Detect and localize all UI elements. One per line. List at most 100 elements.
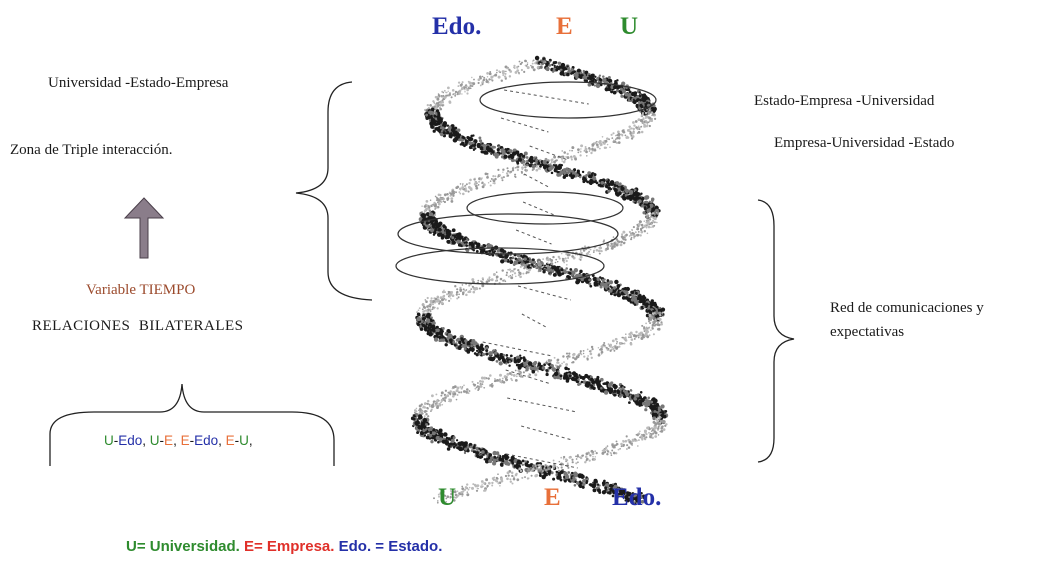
helix-dot xyxy=(629,293,632,297)
helix-dot xyxy=(431,394,434,398)
helix-dot xyxy=(505,274,508,277)
helix-dot xyxy=(641,98,646,102)
helix-dot xyxy=(512,263,516,266)
helix-dot xyxy=(604,346,606,348)
helix-dot xyxy=(629,131,633,135)
helix-dot xyxy=(630,298,635,302)
helix-dot xyxy=(455,389,459,393)
helix-dot xyxy=(535,164,539,167)
helix-dot xyxy=(435,230,439,234)
helix-dot xyxy=(591,348,594,351)
helix-dot xyxy=(618,386,621,390)
helix-dot xyxy=(631,333,634,336)
helix-dot xyxy=(629,331,633,335)
helix-dot xyxy=(653,430,657,433)
helix-dot xyxy=(634,231,637,234)
label-relaciones-bilaterales: RELACIONES BILATERALES xyxy=(32,318,244,334)
helix-dot xyxy=(613,188,618,193)
helix-dot xyxy=(456,93,459,96)
helix-dot xyxy=(509,480,512,483)
pair-item: U-E xyxy=(149,433,174,448)
helix-dot xyxy=(509,274,512,277)
helix-dot xyxy=(426,312,431,318)
helix-dot xyxy=(579,250,582,252)
helix-dot xyxy=(505,354,509,357)
helix-dot xyxy=(453,392,457,396)
helix-dot xyxy=(607,343,610,345)
helix-dot xyxy=(546,471,548,474)
helix-dot xyxy=(456,288,459,291)
helix-dot xyxy=(578,475,582,479)
helix-dot xyxy=(585,148,588,151)
helix-dot xyxy=(644,408,648,412)
helix-dot xyxy=(457,85,460,88)
helix-dot xyxy=(639,227,643,231)
helix-dot xyxy=(572,476,576,480)
helix-dot xyxy=(637,231,640,233)
helix-dot xyxy=(518,359,521,362)
helix-dot xyxy=(445,94,448,97)
helix-dot xyxy=(556,65,559,68)
legend-universidad: U= Universidad. xyxy=(126,538,240,555)
helix-dot xyxy=(651,207,656,212)
helix-dot xyxy=(463,384,465,387)
helix-dot xyxy=(422,418,428,423)
helix-dot xyxy=(519,62,522,66)
helix-dot xyxy=(466,92,469,95)
helix-dot xyxy=(536,66,540,69)
helix-dot xyxy=(543,363,546,367)
helix-dot xyxy=(477,184,480,186)
helix-dot xyxy=(641,333,645,337)
helix-dot xyxy=(482,78,486,82)
helix-dot xyxy=(571,149,573,152)
helix-dot xyxy=(589,248,592,251)
helix-dot xyxy=(633,303,637,306)
helix-dot xyxy=(628,235,631,237)
helix-dot xyxy=(418,412,422,415)
helix-dot xyxy=(471,380,474,383)
helix-dot xyxy=(601,481,606,486)
legend-empresa: E= Empresa. xyxy=(243,538,335,555)
helix-dot xyxy=(572,356,575,359)
helix-dot xyxy=(652,333,655,336)
helix-dot xyxy=(457,345,462,351)
helix-dot xyxy=(561,272,565,275)
helix-dot xyxy=(651,114,653,117)
helix-dot xyxy=(510,276,514,280)
helix-dot xyxy=(416,431,420,435)
helix-dot xyxy=(585,476,588,479)
helix-dot xyxy=(417,424,422,430)
helix-dot xyxy=(577,378,580,382)
interaction-ring xyxy=(479,81,657,119)
helix-dot xyxy=(471,341,476,346)
helix-dot xyxy=(509,478,512,481)
helix-dot xyxy=(613,290,617,293)
helix-dot xyxy=(462,344,468,349)
helix-dot xyxy=(560,62,566,68)
helix-dot xyxy=(567,367,570,371)
helix-dot xyxy=(471,285,474,288)
helix-dot xyxy=(619,87,623,91)
helix-dot xyxy=(551,70,555,73)
helix-dot xyxy=(638,91,641,94)
helix-dot xyxy=(563,361,565,363)
helix-dot xyxy=(543,467,546,470)
helix-dot xyxy=(555,159,558,162)
helix-dot xyxy=(639,391,643,394)
helix-dot xyxy=(431,431,436,436)
helix-dot xyxy=(612,236,615,238)
helix-dot xyxy=(620,133,623,136)
helix-dot xyxy=(485,78,487,80)
helix-dot xyxy=(633,124,636,127)
helix-dot xyxy=(625,333,627,335)
helix-dot xyxy=(502,176,505,179)
helix-dot xyxy=(642,211,646,215)
helix-dot xyxy=(439,432,444,436)
pair-second: U xyxy=(239,433,249,448)
helix-dot xyxy=(439,296,443,300)
helix-dot xyxy=(461,184,464,186)
helix-dot xyxy=(498,361,503,366)
helix-dot xyxy=(531,369,536,374)
helix-dot xyxy=(445,96,448,98)
label-red-comunicaciones: Red de comunicaciones y xyxy=(830,300,984,316)
